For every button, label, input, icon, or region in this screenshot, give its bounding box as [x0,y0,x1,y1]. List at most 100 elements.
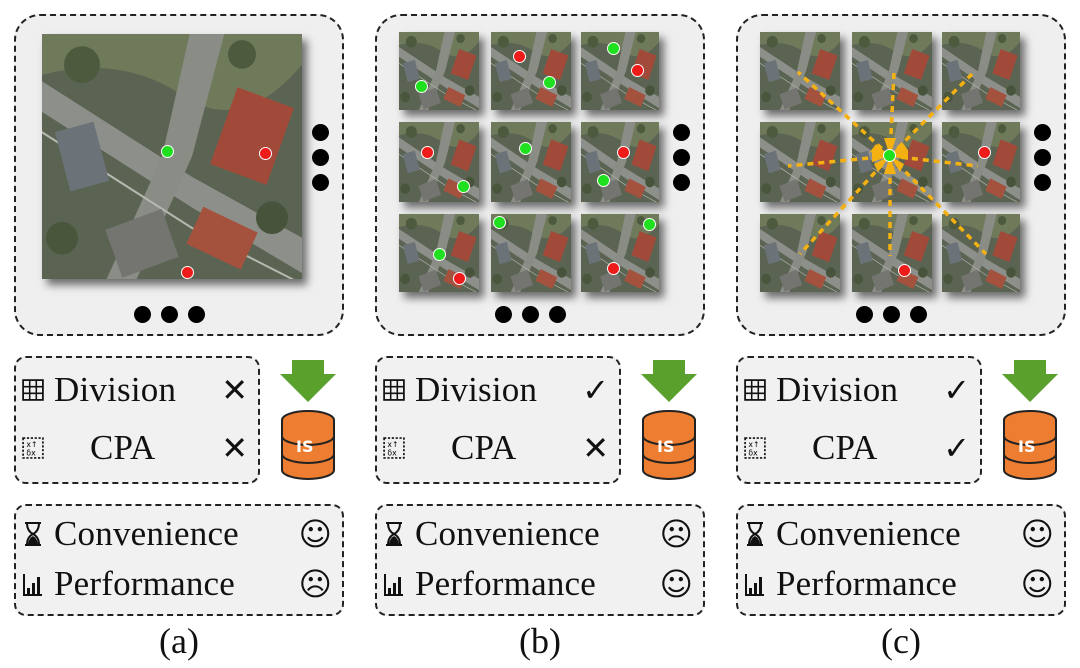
database-icon: IS [641,360,697,480]
point-red [617,146,630,159]
grid-icon [744,379,766,401]
ellipsis-vertical [312,124,329,191]
tile [491,122,571,202]
point-green-center [883,149,896,162]
tile [581,32,659,110]
performance-label: Performance [776,564,957,603]
tile [942,32,1020,110]
convenience-face: ☺ [1020,515,1054,553]
image-box [375,14,705,336]
division-label: Division [415,370,538,409]
tile [581,214,659,292]
image-box [14,14,344,336]
evaluation-box: Convenience ☺ Performance ☺ [736,504,1066,616]
division-label: Division [54,370,177,409]
division-mark: ✓ [582,371,609,409]
bar-chart-icon [23,574,42,596]
database-label: IS [1018,437,1035,456]
convenience-label: Convenience [54,514,239,553]
svg-text:x↑: x↑ [748,440,759,449]
tile [399,122,479,202]
point-red [259,147,272,160]
cpa-label: CPA [90,428,156,467]
performance-face: ☹ [298,565,332,603]
point-red [978,146,991,159]
point-green [519,142,532,155]
hourglass-icon [25,522,41,546]
hourglass-icon [747,522,763,546]
aerial-image-whole [42,34,302,279]
panel-c: Division ✓ x↑δx CPA ✓ IS Convenience ☺ P… [736,0,1076,668]
tile [399,214,479,292]
performance-face: ☺ [1020,565,1054,603]
tile [942,214,1020,292]
position-code-icon: x↑δx [22,437,44,459]
svg-text:δx: δx [387,449,397,458]
method-box: Division ✓ x↑δx CPA ✓ [736,356,982,484]
caption-a: (a) [159,621,199,661]
division-mark: ✓ [943,371,970,409]
point-red [181,266,194,279]
point-green [433,248,446,261]
point-red [631,64,644,77]
point-green [493,216,506,229]
convenience-face: ☹ [659,515,693,553]
tile [852,214,932,292]
caption-b: (b) [519,621,561,661]
convenience-label: Convenience [415,514,600,553]
cpa-mark: ✕ [582,429,609,467]
division-mark: ✕ [221,371,248,409]
tile [491,214,571,292]
bar-chart-icon [745,574,764,596]
ellipsis-horizontal [134,306,205,323]
point-green [543,76,556,89]
cpa-mark: ✕ [221,429,248,467]
point-green [643,218,656,231]
tile [942,122,1020,202]
database-label: IS [296,437,313,456]
svg-text:x↑: x↑ [387,440,398,449]
ellipsis-horizontal [856,306,927,323]
grid-icon [383,379,405,401]
performance-label: Performance [54,564,235,603]
convenience-label: Convenience [776,514,961,553]
point-red [421,146,434,159]
svg-text:δx: δx [748,449,758,458]
point-green [161,145,174,158]
ellipsis-horizontal [495,306,566,323]
tile [760,32,840,110]
bar-chart-icon [384,574,403,596]
cpa-label: CPA [451,428,517,467]
cpa-mark: ✓ [943,429,970,467]
point-green [415,80,428,93]
position-code-icon: x↑δx [383,437,405,459]
performance-label: Performance [415,564,596,603]
database-icon: IS [1002,360,1058,480]
method-box: Division ✕ x↑δx CPA ✕ [14,356,260,484]
svg-text:δx: δx [26,449,36,458]
point-green [607,42,620,55]
ellipsis-vertical [1034,124,1051,191]
point-green [457,180,470,193]
tile [581,122,659,202]
panel-b: Division ✓ x↑δx CPA ✕ IS Convenience ☹ P… [375,0,715,668]
attention-rays [787,70,988,256]
point-red [607,262,620,275]
point-red [898,264,911,277]
point-red [453,272,466,285]
panel-a: Division ✕ x↑δx CPA ✕ IS Convenience ☺ P… [14,0,354,668]
division-label: Division [776,370,899,409]
image-box [736,14,1066,336]
point-red [513,50,526,63]
hourglass-icon [386,522,402,546]
performance-face: ☺ [659,565,693,603]
tile [399,32,479,110]
position-code-icon: x↑δx [744,437,766,459]
svg-text:x↑: x↑ [26,440,37,449]
evaluation-box: Convenience ☹ Performance ☺ [375,504,705,616]
ellipsis-vertical [673,124,690,191]
convenience-face: ☺ [298,515,332,553]
tile [491,32,571,110]
database-label: IS [657,437,674,456]
method-box: Division ✓ x↑δx CPA ✕ [375,356,621,484]
